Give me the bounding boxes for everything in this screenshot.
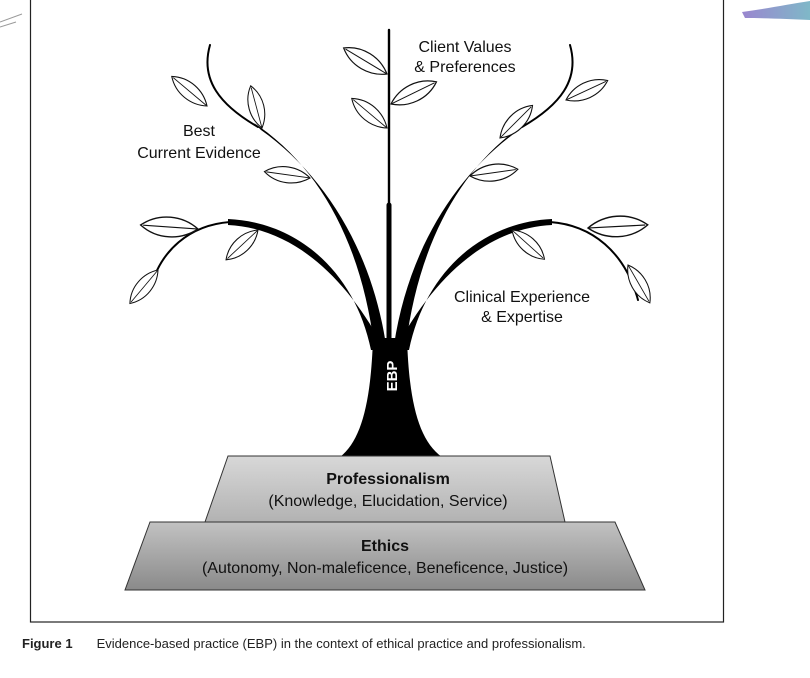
tree: EBP [129,28,651,457]
leaf [225,229,259,261]
tier-subtitle: (Autonomy, Non-maleficence, Beneficence,… [202,560,568,577]
leaf [342,47,388,75]
leaf [586,215,649,238]
label-clinical-experience: Clinical Experience & Expertise [454,289,590,326]
label-line: Client Values [418,39,511,56]
tier-subtitle: (Knowledge, Elucidation, Service) [268,493,507,510]
twig-best-evidence [206,44,259,128]
tier-professionalism-shape [204,455,566,523]
trunk [340,338,442,457]
twig-client-values [521,44,574,128]
caption-text: Evidence-based practice (EBP) in the con… [96,636,586,651]
leaf [263,166,311,184]
leaf [469,163,519,182]
leaf [247,84,266,129]
branch-best-evidence [254,123,386,345]
leaf [499,104,534,139]
label-client-values: Client Values & Preferences [414,39,515,76]
leaf [129,269,159,305]
corner-accent [742,1,810,20]
tier-ethics: Ethics (Autonomy, Non-maleficence, Benef… [124,521,646,591]
label-line: & Expertise [481,309,563,326]
leaf [351,97,388,129]
leaf [390,80,438,106]
branch-client-values [394,123,526,345]
label-best-evidence: Best Current Evidence [137,123,261,162]
tier-professionalism: Professionalism (Knowledge, Elucidation,… [204,455,566,523]
scratch-decoration [0,13,23,28]
branch-left-lower [228,219,385,350]
label-line: Best [183,123,216,140]
figure: EBP Client Values & Preferences Best Cur… [0,0,810,623]
leaf [139,216,200,238]
figure-frame [29,0,725,623]
figure-caption: Figure 1 Evidence-based practice (EBP) in… [22,636,586,651]
label-line: Clinical Experience [454,289,590,306]
leaf [565,79,609,102]
leaf [511,229,546,260]
label-line: Current Evidence [137,145,261,162]
tier-title: Ethics [361,538,409,555]
trunk-label: EBP [384,361,401,392]
leaves [129,47,651,305]
branch-clinical-experience [395,219,552,350]
leaf [171,75,208,107]
label-line: & Preferences [414,59,515,76]
caption-label: Figure 1 [22,636,73,651]
leaf [627,264,651,304]
tier-title: Professionalism [326,471,450,488]
tier-ethics-shape [124,521,646,591]
